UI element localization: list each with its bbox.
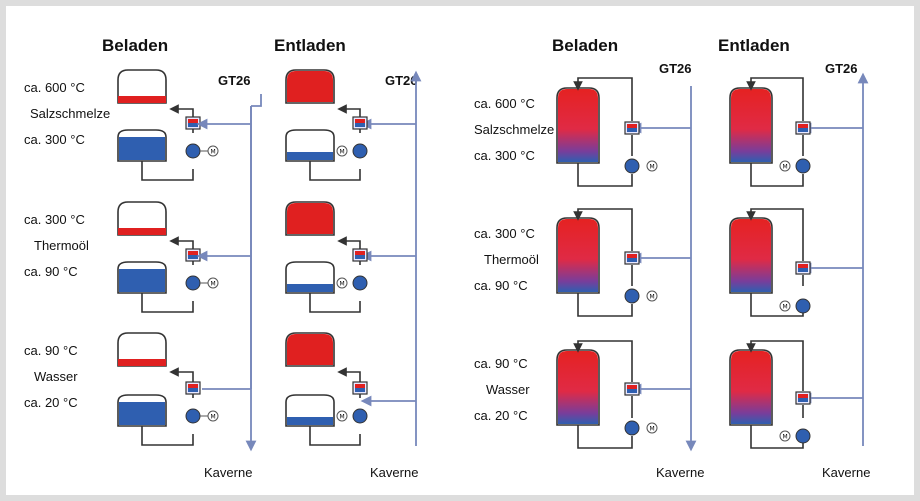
motor-M-icon: [779, 160, 791, 172]
right-stage3-hot-temp: ca. 90 °C: [474, 356, 528, 371]
pump-icon: [185, 408, 201, 424]
left-stage2-cold-temp: ca. 90 °C: [24, 264, 78, 279]
right-stage2-cold-temp: ca. 90 °C: [474, 278, 528, 293]
right-discharge-column: M M M: [729, 72, 869, 449]
right-stage3-medium: Wasser: [486, 382, 530, 397]
svg-text:M: M: [650, 294, 655, 301]
right-header-charge: Beladen: [552, 36, 618, 55]
left-c-hot-tank-3: [117, 332, 167, 367]
left-header-discharge: Entladen: [274, 36, 346, 55]
left-cavern-label-2: Kaverne: [370, 465, 418, 480]
pump-icon: [624, 288, 640, 304]
svg-text:M: M: [783, 434, 788, 441]
svg-text:M: M: [650, 164, 655, 171]
pump-icon: [185, 275, 201, 291]
right-stage-labels: ca. 600 °C Salzschmelze ca. 300 °C ca. 3…: [474, 96, 554, 423]
left-stage-labels: ca. 600 °C Salzschmelze ca. 300 °C ca. 3…: [24, 80, 110, 410]
pump-icon: [795, 298, 811, 314]
left-stage2-hot-temp: ca. 300 °C: [24, 212, 85, 227]
svg-text:M: M: [650, 426, 655, 433]
motor-M-icon: [646, 422, 658, 434]
pump-icon: [795, 158, 811, 174]
left-stage3-hot-temp: ca. 90 °C: [24, 343, 78, 358]
right-cavern-label-1: Kaverne: [656, 465, 704, 480]
left-charge-column: M M M: [117, 69, 262, 452]
left-discharge-column: M M M: [285, 69, 422, 446]
motor-M-icon: [336, 277, 348, 289]
left-gt26-label-2: GT26: [385, 73, 418, 88]
right-header-discharge: Entladen: [718, 36, 790, 55]
left-stage3-cold-temp: ca. 20 °C: [24, 395, 78, 410]
motor-M-icon: [336, 410, 348, 422]
svg-text:M: M: [340, 149, 345, 156]
right-stage1-cold-temp: ca. 300 °C: [474, 148, 535, 163]
left-cavern-label-1: Kaverne: [204, 465, 252, 480]
storage-diagram: Beladen Entladen Beladen Entladen GT26 G…: [24, 36, 870, 480]
right-cavern-label-2: Kaverne: [822, 465, 870, 480]
pump-icon: [352, 275, 368, 291]
right-gt26-label-1: GT26: [659, 61, 692, 76]
svg-text:M: M: [783, 304, 788, 311]
right-stage3-cold-temp: ca. 20 °C: [474, 408, 528, 423]
svg-text:M: M: [340, 414, 345, 421]
right-charge-column: M M M: [556, 77, 697, 452]
svg-text:M: M: [211, 149, 216, 156]
figure-panel: Beladen Entladen Beladen Entladen GT26 G…: [6, 6, 914, 495]
pump-icon: [352, 143, 368, 159]
right-stage2-hot-temp: ca. 300 °C: [474, 226, 535, 241]
left-stage1-hot-temp: ca. 600 °C: [24, 80, 85, 95]
left-stage1-cold-temp: ca. 300 °C: [24, 132, 85, 147]
right-stage1-medium: Salzschmelze: [474, 122, 554, 137]
pump-icon: [624, 158, 640, 174]
svg-text:M: M: [211, 414, 216, 421]
motor-M-icon: [646, 160, 658, 172]
left-gt26-label-1: GT26: [218, 73, 251, 88]
left-stage1-medium: Salzschmelze: [30, 106, 110, 121]
left-c-hot-tank-1: [117, 69, 167, 104]
pump-icon: [795, 428, 811, 444]
left-header-charge: Beladen: [102, 36, 168, 55]
motor-M-icon: [779, 430, 791, 442]
pump-icon: [352, 408, 368, 424]
left-c-hot-tank-2: [117, 201, 167, 236]
motor-M-icon: [779, 300, 791, 312]
svg-text:M: M: [783, 164, 788, 171]
motor-M-icon: [646, 290, 658, 302]
left-stage3-medium: Wasser: [34, 369, 78, 384]
right-stage2-medium: Thermoöl: [484, 252, 539, 267]
right-stage1-hot-temp: ca. 600 °C: [474, 96, 535, 111]
pump-icon: [185, 143, 201, 159]
left-stage2-medium: Thermoöl: [34, 238, 89, 253]
motor-M-icon: [336, 145, 348, 157]
svg-text:M: M: [211, 281, 216, 288]
pump-icon: [624, 420, 640, 436]
svg-text:M: M: [340, 281, 345, 288]
right-gt26-label-2: GT26: [825, 61, 858, 76]
